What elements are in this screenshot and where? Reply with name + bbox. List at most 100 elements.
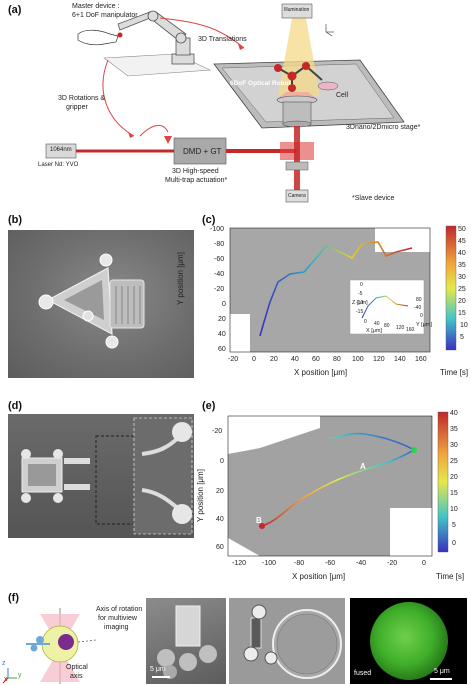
e-ylabel: Y position [μm] xyxy=(196,469,205,522)
c-cbtick-2: 45 xyxy=(458,238,466,245)
optical-robot-icon xyxy=(274,62,339,92)
rotation-axis-label-2: for multiview xyxy=(98,615,137,622)
e-cbtick-5: 20 xyxy=(450,474,458,481)
optical-axis-label-1: Optical xyxy=(66,664,88,671)
c-xtick-6: 80 xyxy=(333,356,341,363)
c-xtick-1: -20 xyxy=(228,356,239,363)
e-cbtick-7: 10 xyxy=(450,506,458,513)
c-cbtick-10: 5 xyxy=(460,334,464,341)
c-ytick-6: 0 xyxy=(222,301,226,308)
colorbar-e xyxy=(437,411,449,553)
inset-z-label: Z [μm] xyxy=(352,300,368,306)
c-colorbar-label: Time [s] xyxy=(440,368,469,377)
e-cbtick-3: 30 xyxy=(450,442,458,449)
c-ytick-1: -100 xyxy=(210,226,225,233)
robot-arm xyxy=(117,10,195,65)
e-cbtick-8: 5 xyxy=(452,522,456,529)
e-xlabel: X position [μm] xyxy=(292,572,346,581)
arrow-actuation xyxy=(139,124,169,137)
axis-frame-c xyxy=(229,227,431,353)
slave-device-label: *Slave device xyxy=(352,195,395,202)
c-ytick-4: -40 xyxy=(214,271,225,278)
c-cbtick-5: 30 xyxy=(458,274,466,281)
hand-outline xyxy=(77,29,119,46)
c-xtick-5: 60 xyxy=(312,356,320,363)
sem-image-d xyxy=(8,414,194,538)
colorbar-c xyxy=(445,225,457,351)
microrobot-f xyxy=(152,605,217,679)
inset-x-tick-2: 40 xyxy=(374,321,380,327)
c-xtick-10: 160 xyxy=(415,356,427,363)
axis-x-label: x xyxy=(4,676,8,683)
c-ytick-8: 40 xyxy=(218,331,226,338)
inset-y-label: Y [μm] xyxy=(416,322,432,328)
actuation-label-2: Multi-trap actuation* xyxy=(165,177,228,184)
e-cbtick-4: 25 xyxy=(450,458,458,465)
c-cbtick-4: 35 xyxy=(458,262,466,269)
laser-box-label: 1064nm xyxy=(50,147,72,153)
inset-z-tick-3: -10 xyxy=(356,300,364,306)
e-ytick-1: -20 xyxy=(212,428,223,435)
inset-z-tick-1: 0 xyxy=(360,282,363,288)
inset-y-tick-2: -40 xyxy=(414,305,422,311)
c-xtick-2: 0 xyxy=(252,356,256,363)
e-xtick-3: -80 xyxy=(294,560,305,567)
c-ytick-7: 20 xyxy=(218,316,226,323)
c-xtick-7: 100 xyxy=(352,356,364,363)
e-xtick-6: -20 xyxy=(387,560,398,567)
inset-y-tick-1: 0 xyxy=(420,313,423,319)
stage-label: 3Dnano/2Dmicro stage* xyxy=(346,124,421,131)
e-cbtick-6: 15 xyxy=(450,490,458,497)
c-ylabel: Y position [μm] xyxy=(176,252,185,305)
c-cbtick-1: 50 xyxy=(458,226,466,233)
rotations-label-1: 3D Rotations & xyxy=(58,95,106,102)
c-cbtick-7: 20 xyxy=(458,298,466,305)
trajectory-e xyxy=(261,432,416,527)
panel-label-c: (c) xyxy=(202,214,216,226)
illumination-label: Illumination xyxy=(284,7,310,13)
dmd-label: DMD + GT xyxy=(183,147,222,156)
fluor-scalebar-label: 5 μm xyxy=(434,668,450,675)
master-device-label: Master device : xyxy=(72,3,120,10)
e-marker-a: A xyxy=(360,462,366,471)
e-ytick-3: 20 xyxy=(216,488,224,495)
e-ytick-4: 40 xyxy=(216,516,224,523)
trajectory-plot-c xyxy=(229,225,457,353)
dmd-box xyxy=(173,137,227,165)
cell-label: Cell xyxy=(336,92,349,99)
inset-z-tick-2: -5 xyxy=(358,291,363,297)
inset-z-tick-4: -15 xyxy=(356,309,364,315)
c-ytick-9: 60 xyxy=(218,346,226,353)
sem-image-f: 5 μm xyxy=(146,598,226,684)
e-xtick-2: -100 xyxy=(262,560,277,567)
sem-scalebar-label: 5 μm xyxy=(150,666,166,673)
c-ytick-5: -20 xyxy=(214,286,225,293)
c-xtick-3: 20 xyxy=(270,356,278,363)
inset-3d xyxy=(349,279,425,335)
panel-label-e: (e) xyxy=(202,400,216,412)
c-ytick-3: -60 xyxy=(214,256,225,263)
axis-y-label: y xyxy=(18,672,22,679)
axis-z-label: z xyxy=(2,660,6,667)
c-cbtick-3: 40 xyxy=(458,250,466,257)
panel-a: (a) xyxy=(0,0,471,208)
fluor-scalebar xyxy=(430,678,452,680)
e-ytick-2: 0 xyxy=(220,458,224,465)
e-xtick-4: -60 xyxy=(325,560,336,567)
e-cbtick-1: 40 xyxy=(450,410,458,417)
arrow-translations xyxy=(159,17,245,49)
camera-label: Camera xyxy=(288,193,306,199)
setup-schematic xyxy=(45,3,405,203)
rotation-axis-label-3: imaging xyxy=(104,624,129,631)
trajectory-c xyxy=(259,241,413,337)
panel-label-f: (f) xyxy=(8,592,19,604)
inset-y-tick-3: 80 xyxy=(416,297,422,303)
c-cbtick-9: 10 xyxy=(460,322,468,329)
e-cbtick-9: 0 xyxy=(452,540,456,547)
camera-box xyxy=(285,189,309,203)
e-cbtick-2: 35 xyxy=(450,426,458,433)
cell-brightfield xyxy=(243,604,342,679)
c-cbtick-6: 25 xyxy=(458,286,466,293)
translations-label: 3D Translations xyxy=(198,36,247,43)
rotations-label-2: gripper xyxy=(66,104,88,111)
